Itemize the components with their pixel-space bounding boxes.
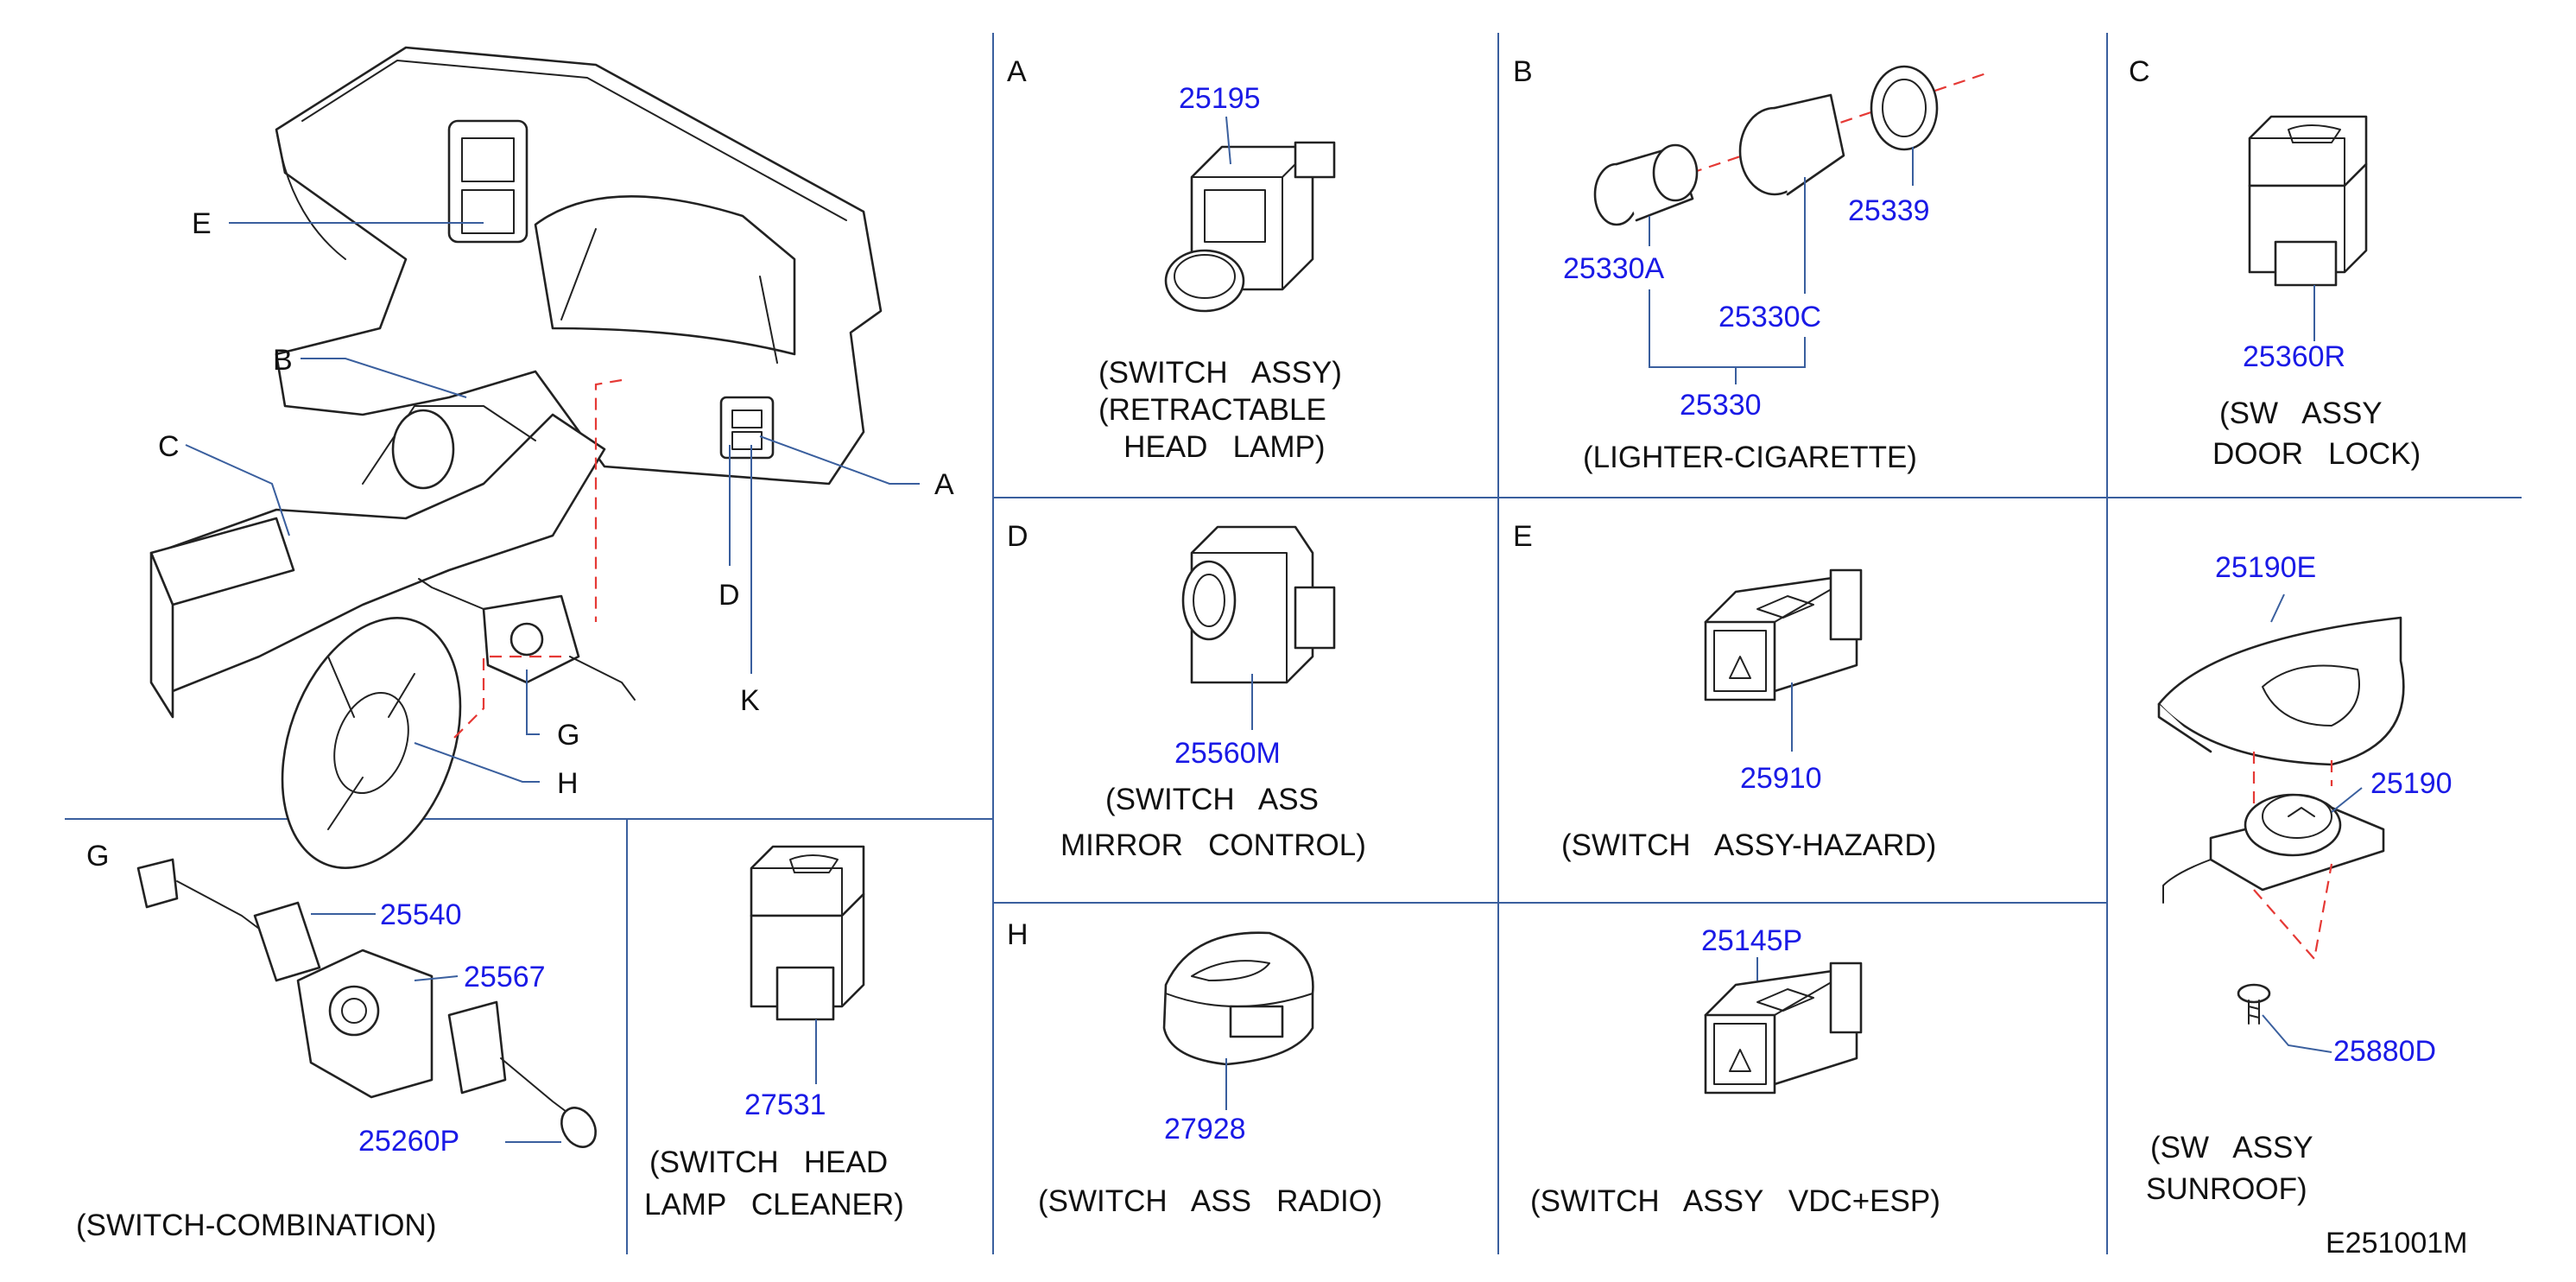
part-number-25190E: 25190E: [2215, 551, 2316, 584]
caption-H-1: (SWITCH ASS RADIO): [1038, 1184, 1383, 1218]
callout-B: B: [273, 344, 293, 377]
overview-callouts: E B C A D K G H: [158, 207, 954, 800]
caption-C-1: (SW ASSY: [2219, 397, 2383, 430]
section-letter-E: E: [1513, 520, 1533, 553]
section-C: C 25360R (SW ASSY DOOR LOCK): [2129, 55, 2421, 471]
part-number-25880D: 25880D: [2333, 1035, 2436, 1068]
callout-C: C: [158, 430, 180, 463]
section-G: G 25540 25567 25260P (SWITCH-COMBINATION…: [76, 840, 597, 1242]
section-E: E 25910 (SWITCH ASSY-HAZARD): [1513, 520, 1936, 862]
callout-A: A: [934, 468, 954, 501]
part-number-25195: 25195: [1179, 82, 1261, 115]
caption-A-2: (RETRACTABLE: [1098, 393, 1326, 427]
caption-sunroof-2: SUNROOF): [2146, 1172, 2307, 1206]
part-number-27531: 27531: [744, 1088, 826, 1121]
grid-lines: [65, 33, 2522, 1254]
caption-D-2: MIRROR CONTROL): [1060, 828, 1366, 862]
caption-B-1: (LIGHTER-CIGARETTE): [1583, 441, 1917, 474]
dashboard-overview: [149, 46, 883, 869]
caption-D-1: (SWITCH ASS: [1105, 783, 1319, 816]
part-number-25260P: 25260P: [358, 1125, 459, 1158]
section-vdc: 25145P (SWITCH ASSY VDC+ESP): [1530, 924, 1940, 1218]
part-number-25540: 25540: [380, 898, 462, 931]
callout-E: E: [192, 207, 212, 240]
caption-A-3: HEAD LAMP): [1098, 430, 1326, 464]
part-number-25330: 25330: [1680, 389, 1762, 422]
section-H: H 27928 (SWITCH ASS RADIO): [1007, 918, 1383, 1218]
section-letter-B: B: [1513, 55, 1533, 88]
caption-sunroof-1: (SW ASSY: [2150, 1131, 2313, 1165]
section-letter-D: D: [1007, 520, 1029, 553]
caption-headlamp-cleaner-2: LAMP CLEANER): [644, 1188, 904, 1222]
part-number-25330C: 25330C: [1718, 301, 1821, 333]
caption-A-1: (SWITCH ASSY): [1098, 356, 1342, 390]
section-letter-C: C: [2129, 55, 2150, 88]
section-D: D 25560M (SWITCH ASS MIRROR CONTROL): [1007, 520, 1366, 862]
section-B: B 25339 25330A 25330C 25330 (LIGHTER-CIG…: [1513, 55, 1987, 474]
part-number-25330A: 25330A: [1563, 252, 1665, 285]
part-number-25339: 25339: [1848, 194, 1930, 227]
callout-D: D: [718, 579, 740, 612]
part-number-25560M: 25560M: [1174, 737, 1281, 770]
part-number-25360R: 25360R: [2243, 340, 2345, 373]
part-number-25567: 25567: [464, 961, 546, 993]
section-letter-G: G: [86, 840, 109, 873]
caption-C-2: DOOR LOCK): [2212, 437, 2421, 471]
section-A: A 25195 (SWITCH ASSY) (RETRACTABLE HEAD …: [1007, 55, 1342, 464]
callout-K: K: [740, 684, 760, 717]
caption-headlamp-cleaner-1: (SWITCH HEAD: [649, 1146, 888, 1179]
section-sunroof: 25190E 25190 25880D (SW ASSY SUNROOF): [2146, 551, 2453, 1206]
diagram-code: E251001M: [2326, 1227, 2467, 1260]
section-letter-H: H: [1007, 918, 1029, 951]
part-number-27928: 27928: [1164, 1113, 1246, 1146]
caption-G-1: (SWITCH-COMBINATION): [76, 1209, 436, 1242]
section-headlamp-cleaner: 27531 (SWITCH HEAD LAMP CLEANER): [644, 845, 904, 1222]
part-number-25145P: 25145P: [1701, 924, 1802, 957]
part-number-25190: 25190: [2370, 767, 2453, 800]
part-number-25910: 25910: [1740, 762, 1822, 795]
callout-G: G: [557, 719, 579, 752]
caption-vdc-1: (SWITCH ASSY VDC+ESP): [1530, 1184, 1940, 1218]
caption-E-1: (SWITCH ASSY-HAZARD): [1561, 828, 1936, 862]
section-letter-A: A: [1007, 55, 1027, 88]
callout-H: H: [557, 767, 579, 800]
